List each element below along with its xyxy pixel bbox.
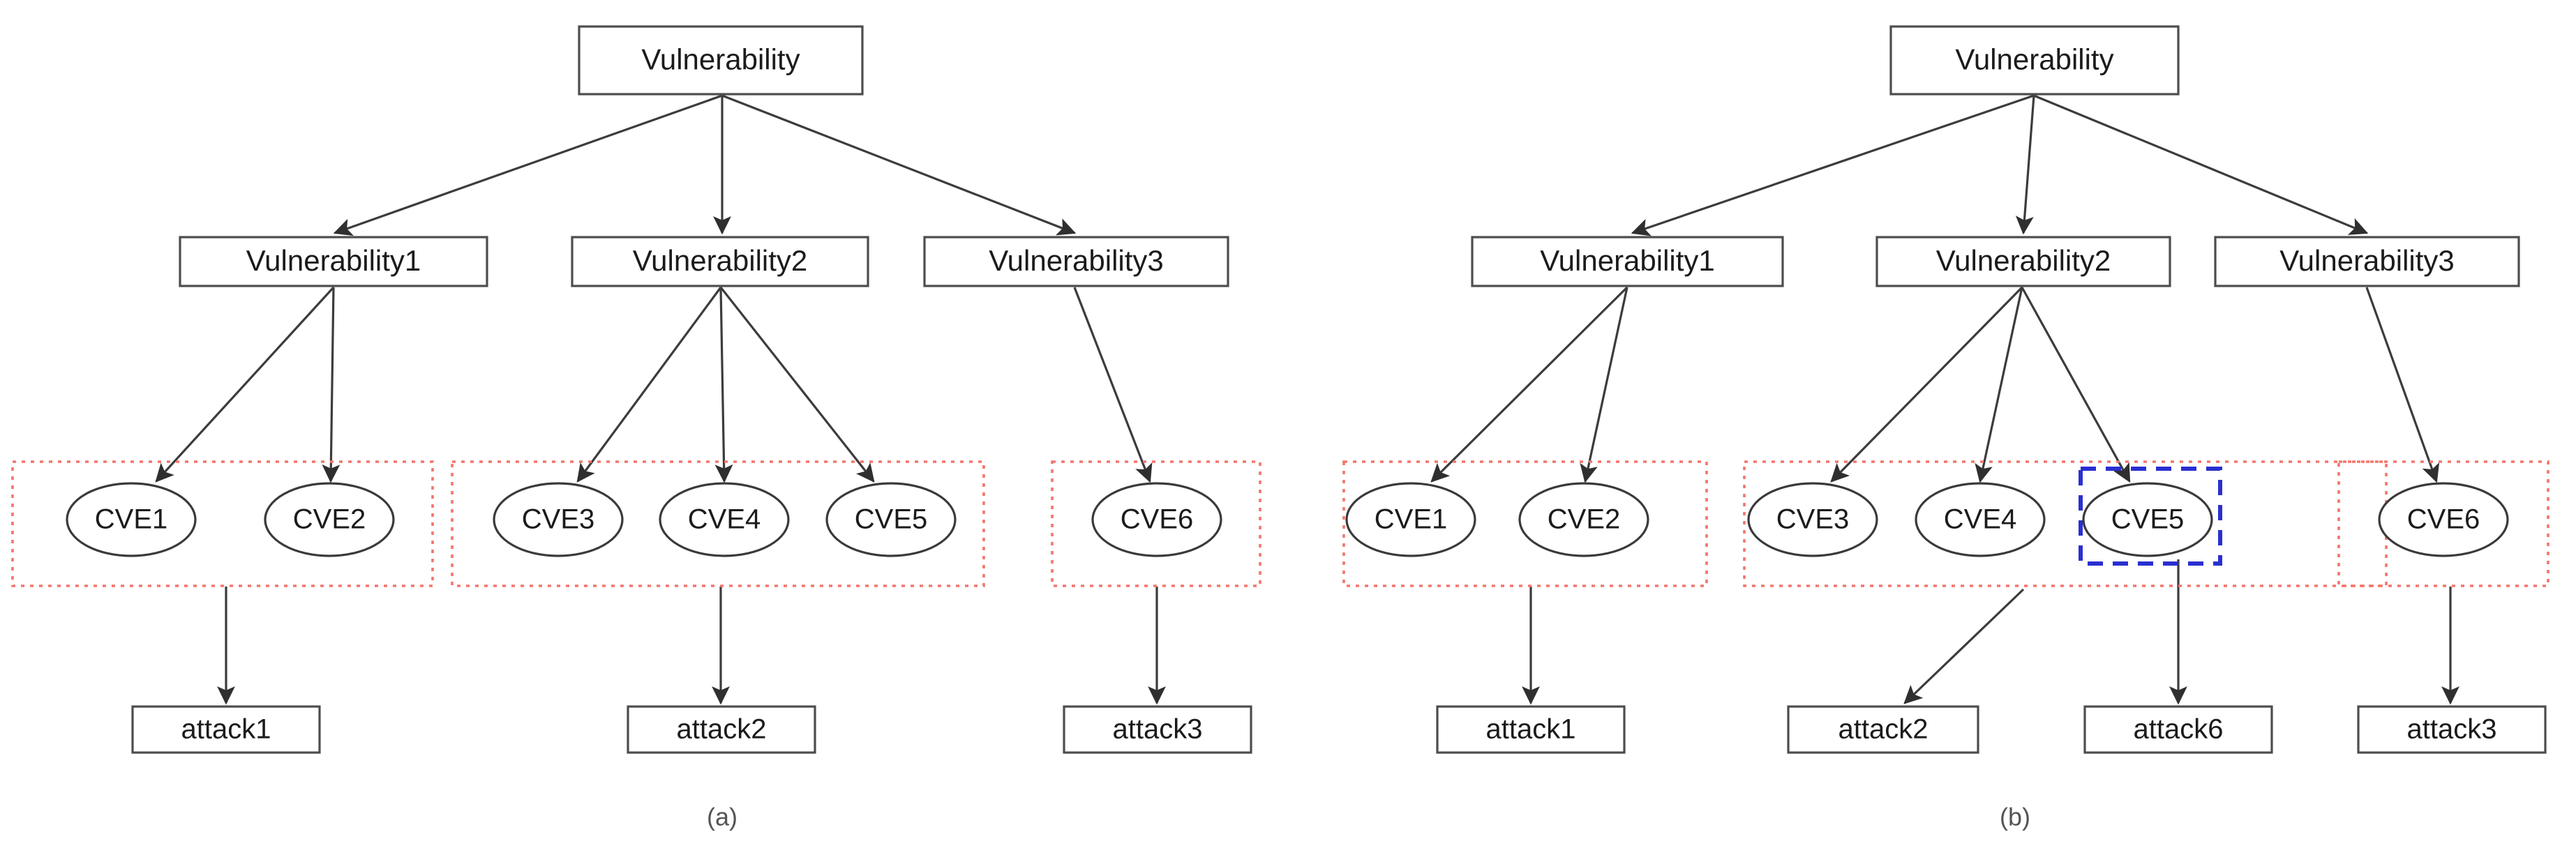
vulnerability-node[interactable] (1875, 236, 2171, 287)
cve-node-label: CVE2 (1548, 504, 1621, 535)
cve-node[interactable] (1915, 482, 2046, 557)
cve-node[interactable] (2082, 482, 2213, 557)
vulnerability-node-label: Vulnerability1 (1540, 244, 1715, 277)
group-box-layer (11, 460, 2549, 587)
vulnerability-node-label: Vulnerability3 (989, 244, 1164, 277)
cve-node[interactable] (1518, 482, 1649, 557)
cve-node-label: CVE4 (1944, 504, 2017, 535)
highlight-group-box (2079, 467, 2222, 566)
edge-vulnerability2-to-cve3 (576, 287, 722, 483)
cve-node[interactable] (1747, 482, 1878, 557)
vulnerability-node-label: Vulnerability3 (2279, 244, 2455, 277)
cve-group-box (1743, 460, 2388, 587)
attack-node[interactable] (1436, 705, 1626, 754)
attack-node[interactable] (131, 705, 321, 754)
vulnerability-node[interactable] (1471, 236, 1784, 287)
vulnerability-node[interactable] (2214, 236, 2520, 287)
attack-node-label: attack1 (1486, 714, 1576, 745)
cve-node[interactable] (2378, 482, 2509, 557)
edge-vulnerability3-to-cve6 (1073, 287, 1153, 483)
cve-group-box (2337, 460, 2549, 587)
vulnerability-node-label: Vulnerability1 (246, 244, 421, 277)
edge-vulnerability-to-vulnerability1 (1631, 94, 2035, 236)
cve-node-label: CVE4 (688, 504, 761, 535)
cve-node[interactable] (659, 482, 790, 557)
vulnerability-node-label: Vulnerability2 (1936, 244, 2111, 277)
cve-group-box (11, 460, 434, 587)
edge-vulnerability1-to-cve1 (1430, 286, 1628, 483)
attack-node-label: attack2 (1839, 714, 1929, 745)
attack-node-label: attack2 (677, 714, 767, 745)
edge-vulnerability-to-vulnerability3 (721, 94, 1077, 236)
cve-node-label: CVE5 (2111, 504, 2185, 535)
edge-vulnerability1-to-cve2 (322, 287, 340, 483)
attack-node[interactable] (1063, 705, 1252, 754)
cve-node-label: CVE1 (95, 504, 168, 535)
cve-node-label: CVE6 (1121, 504, 1194, 535)
cve-node[interactable] (1091, 482, 1222, 557)
attack-node-label: attack1 (181, 714, 271, 745)
edge-vulnerability-to-vulnerability1 (333, 94, 723, 236)
edge-vulnerability1-to-cve2 (1580, 287, 1628, 483)
root-node-vulnerability[interactable] (578, 25, 864, 96)
attack-node-label: attack6 (2134, 714, 2224, 745)
edge-vulnerability-to-vulnerability3 (2033, 94, 2369, 235)
edge-vulnerability1-to-cve1 (155, 286, 335, 483)
cve-node[interactable] (493, 482, 624, 557)
attack-node[interactable] (627, 705, 816, 754)
edge-vulnerability2-to-cve3 (1830, 286, 2023, 483)
attack-node[interactable] (2357, 705, 2547, 754)
cve-node[interactable] (825, 482, 957, 557)
vulnerability-node-label: Vulnerability2 (633, 244, 808, 277)
cve-node-label: CVE2 (293, 504, 366, 535)
cve-node-label: CVE5 (855, 504, 928, 535)
cve-node[interactable] (66, 482, 197, 557)
vulnerability-node[interactable] (923, 236, 1229, 287)
edge-vulnerability-to-vulnerability2 (2015, 95, 2035, 235)
edge-vulnerability2-to-cve4 (1975, 287, 2023, 483)
cve-node[interactable] (1345, 482, 1476, 557)
edge-vulnerability3-to-cve6 (2365, 287, 2440, 483)
edge-vulnerability2-to-cve5 (2021, 287, 2131, 483)
cve-group-box (451, 460, 985, 587)
cve-node-label: CVE1 (1375, 504, 1448, 535)
cve-node-label: CVE6 (2407, 504, 2480, 535)
attack-node-label: attack3 (1113, 714, 1203, 745)
root-node-vulnerability[interactable] (1889, 25, 2180, 96)
edge-layer (155, 94, 2459, 705)
edge-vulnerability2-to-cve4 (714, 287, 733, 483)
attack-node[interactable] (2083, 705, 2273, 754)
root-node-label: Vulnerability (641, 43, 800, 76)
attack-node[interactable] (1787, 705, 1979, 754)
cve-group-box (1051, 460, 1261, 587)
vulnerability-node[interactable] (179, 236, 488, 287)
cve-node[interactable] (264, 482, 395, 557)
edge-vulnerability2-to-cve5 (719, 287, 875, 483)
root-node-label: Vulnerability (1955, 43, 2113, 76)
cve-node-label: CVE3 (1776, 504, 1850, 535)
attack-node-label: attack3 (2407, 714, 2497, 745)
cve-group-box (1342, 460, 1708, 587)
cve-node-label: CVE3 (522, 504, 595, 535)
caption-layer: (a) (b) (707, 803, 2030, 831)
edge-cve4-to-attack2 (1903, 588, 2025, 704)
panel-caption-b: (b) (2000, 803, 2030, 831)
panel-caption-a: (a) (707, 803, 737, 831)
vulnerability-node[interactable] (571, 236, 869, 287)
